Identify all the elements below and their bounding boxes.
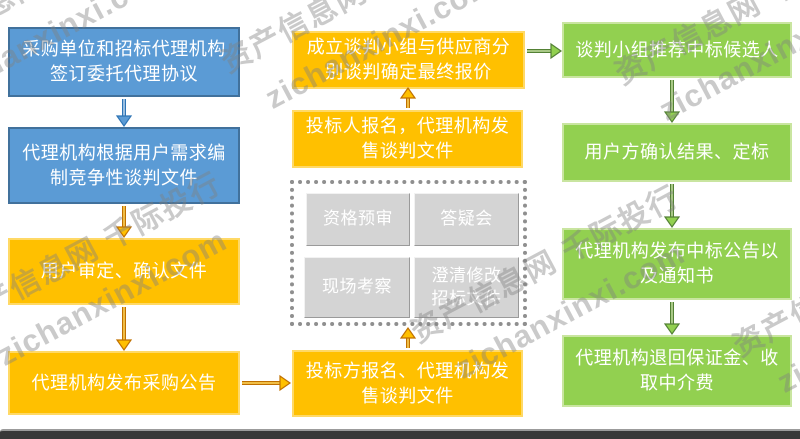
flow-box-refund-deposit-collect-fee: 代理机构退回保证金、收 取中介费 bbox=[562, 335, 792, 407]
flow-box-recommend-candidates: 谈判小组推荐中标候选人 bbox=[562, 22, 792, 78]
review-item-qa-meeting: 答疑会 bbox=[414, 193, 519, 246]
flow-box-user-confirm-docs: 用户审定、确认文件 bbox=[8, 238, 240, 305]
arrow-down-orange-1 bbox=[115, 206, 133, 239]
arrow-up-orange-2 bbox=[399, 86, 417, 108]
review-group-box: 资格预审 答疑会 现场考察 澄清修改 招标文件 bbox=[290, 180, 527, 326]
flow-box-sign-agency-agreement: 采购单位和招标代理机构 签订委托代理协议 bbox=[8, 27, 240, 97]
flow-box-user-confirm-result: 用户方确认结果、定标 bbox=[562, 123, 792, 182]
bottom-divider-bar bbox=[0, 429, 800, 439]
flow-box-prepare-negotiation-docs: 代理机构根据用户需求编 制竞争性谈判文件 bbox=[8, 127, 240, 204]
arrow-down-green-3 bbox=[663, 302, 681, 336]
arrow-down-blue-1 bbox=[115, 99, 133, 128]
arrow-down-green-2 bbox=[663, 184, 681, 229]
review-item-clarify-docs: 澄清修改 招标文件 bbox=[414, 257, 519, 318]
flow-box-negotiation-team-final-offer: 成立谈判小组与供应商分 别谈判确定最终报价 bbox=[292, 31, 525, 89]
review-item-site-visit: 现场考察 bbox=[304, 257, 410, 318]
arrow-up-orange-1 bbox=[399, 326, 417, 348]
arrow-right-orange bbox=[242, 374, 292, 392]
review-item-qualification: 资格预审 bbox=[306, 193, 410, 246]
flow-box-bid-signup-sell-docs: 投标方报名、代理机构发 售谈判文件 bbox=[292, 350, 523, 417]
arrow-down-green-1 bbox=[663, 80, 681, 124]
flow-box-bidder-signup-sell-docs: 投标人报名，代理机构发 售谈判文件 bbox=[292, 110, 523, 168]
flow-box-publish-procurement-notice: 代理机构发布采购公告 bbox=[8, 351, 240, 415]
arrow-down-orange-2 bbox=[115, 307, 133, 352]
flow-box-publish-award-notice: 代理机构发布中标公告以 及通知书 bbox=[562, 228, 792, 300]
arrow-right-green bbox=[527, 42, 563, 60]
